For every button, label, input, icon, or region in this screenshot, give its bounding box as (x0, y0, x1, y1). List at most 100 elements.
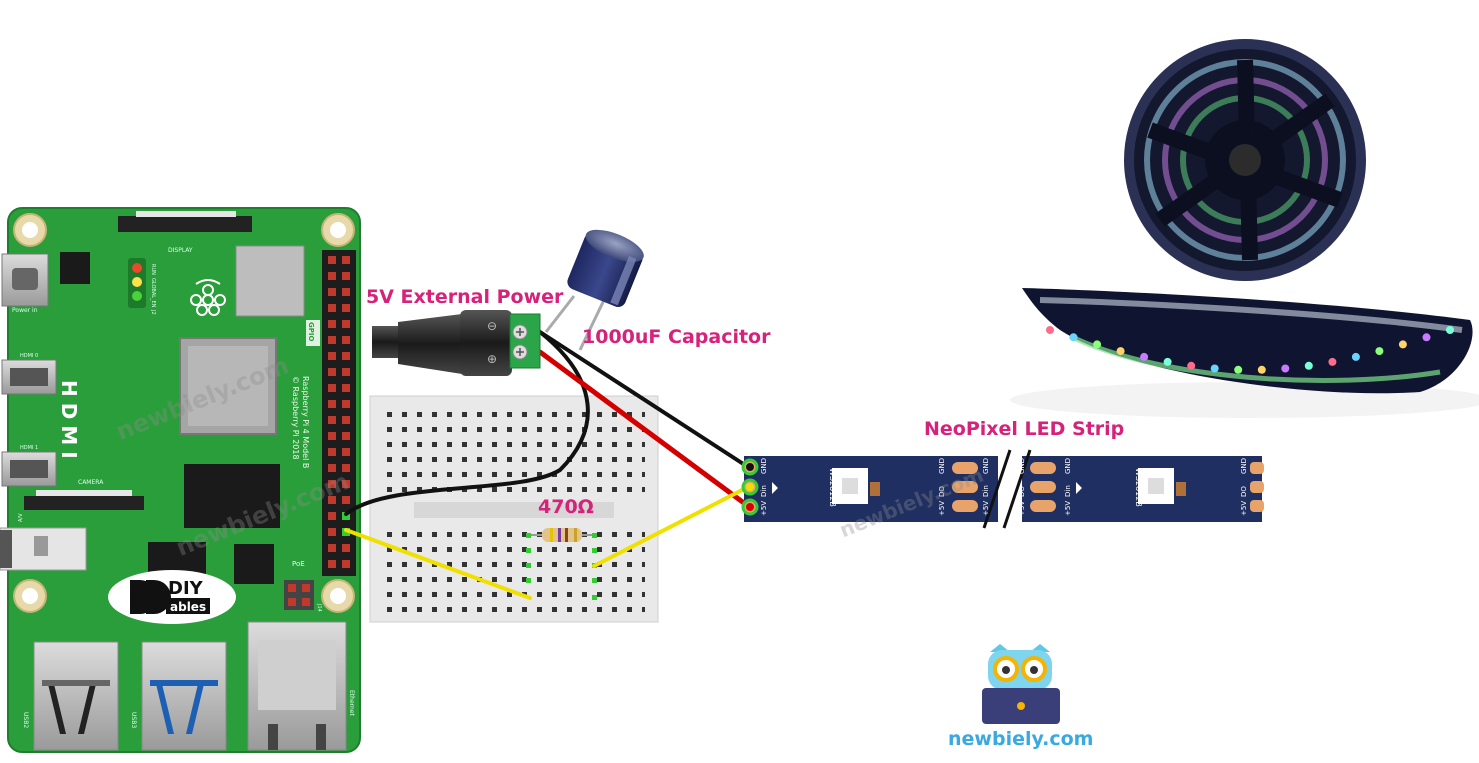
pin-gnd-in-1: GND (760, 458, 768, 474)
neopixel-led-strip: WS2812B WS2812B +5V Din GND +5V DO GND +… (741, 449, 1264, 529)
red-wire-5v (537, 349, 751, 509)
pin-din-2: Din (982, 485, 990, 497)
gpio-pin (328, 544, 336, 552)
hdmi-0-port (1, 359, 57, 395)
ram-chip (184, 464, 280, 528)
reel-led-dot (1187, 361, 1196, 370)
gpio-pin (342, 560, 350, 568)
gpio-pin (328, 560, 336, 568)
gpio-pin (328, 256, 336, 264)
strip-label: NeoPixel LED Strip (924, 418, 1125, 440)
pin-do-2: DO (1018, 486, 1026, 497)
usb3-port (141, 641, 227, 751)
resistor-470-ohm (528, 528, 594, 542)
pin-din-1: Din (760, 485, 768, 497)
diy-logo-text: DIY (168, 578, 204, 599)
gpio-pin (342, 288, 350, 296)
capacitor-1000uf (544, 229, 644, 351)
poe-label: PoE (292, 560, 305, 568)
gpio-pin (342, 336, 350, 344)
power-label: 5V External Power (366, 286, 564, 308)
chip-label-1: WS2812B (828, 468, 837, 507)
gpio-pin (342, 304, 350, 312)
gpio-pin (342, 432, 350, 440)
chip-label-2: WS2812B (1134, 468, 1143, 507)
poe-header (284, 580, 314, 610)
gpio-pin (342, 320, 350, 328)
reel-led-dot (1257, 365, 1266, 374)
reel-led-dot (1069, 333, 1078, 342)
ethernet-port (247, 621, 347, 751)
gpio-pin (328, 512, 336, 520)
usb3-label: USB3 (130, 712, 137, 728)
status-leds (128, 258, 146, 308)
strip-middle-pads (952, 462, 1264, 512)
gpio-pin (328, 336, 336, 344)
audio-jack (0, 527, 87, 571)
newbiely-owl-logo (982, 644, 1060, 724)
ables-logo-text: ables (170, 600, 206, 614)
reel-led-dot (1093, 340, 1102, 349)
display-label: DISPLAY (168, 247, 193, 254)
camera-label: CAMERA (78, 479, 104, 486)
power-in-label: Power in (12, 307, 38, 314)
hdmi-0-label: HDMI 0 (20, 353, 38, 359)
reel-led-dot (1328, 357, 1337, 366)
resistor-label: 470Ω (538, 496, 594, 518)
gpio-pin (328, 432, 336, 440)
pin-5v-out-1: +5V (938, 501, 946, 516)
diyables-logo: DIY ables (108, 570, 236, 624)
pin-5v-in-1: +5V (760, 501, 768, 516)
run-label: RUN (150, 264, 156, 275)
plus-icon: ⊕ (487, 352, 497, 366)
gpio-pin (342, 544, 350, 552)
reel-led-dot (1351, 352, 1360, 361)
gpio-pin (328, 304, 336, 312)
capacitor-label: 1000uF Capacitor (582, 326, 771, 348)
pin-5v-out-2: +5V (1018, 501, 1026, 516)
pin-gnd-in-3: GND (1064, 458, 1072, 474)
gpio-pin (342, 448, 350, 456)
global-en-label: GLOBAL_EN (150, 278, 156, 308)
raspberry-pi-board: DISPLAY Power in RUN GLOBAL_EN J2 HDMI (0, 207, 361, 753)
gpio-pin (328, 272, 336, 280)
gpio-pin (342, 272, 350, 280)
model-text-2: © Raspberry Pi 2018 (291, 376, 300, 460)
reel-led-dot (1304, 361, 1313, 370)
camera-connector (24, 496, 144, 510)
newbiely-brand-text: newbiely.com (948, 728, 1094, 750)
gpio-pin (328, 448, 336, 456)
reel-led-dot (1281, 364, 1290, 373)
display-connector (118, 216, 252, 232)
gpio-pin (342, 464, 350, 472)
reel-led-dot (1210, 364, 1219, 373)
hdmi-1-port (1, 451, 57, 487)
reel-led-dot (1234, 365, 1243, 374)
pin-gnd-out-3: GND (1240, 458, 1248, 474)
wifi-module (235, 245, 305, 317)
gpio-header (322, 250, 356, 576)
gpio-pin (342, 416, 350, 424)
breadboard (369, 395, 659, 623)
reel-led-dots (1046, 326, 1454, 374)
reel-led-dot (1163, 357, 1172, 366)
gpio-pin (328, 528, 336, 536)
usb2-port (33, 641, 119, 751)
gpio-pin (342, 368, 350, 376)
reel-led-dot (1375, 347, 1384, 356)
dc-power-jack: ⊖ ⊕ (372, 310, 541, 376)
ethernet-label: Ethernet (348, 690, 355, 716)
pin-gnd-out-1: GND (938, 458, 946, 474)
raspberry-logo-icon (190, 279, 226, 316)
gpio-pin (328, 368, 336, 376)
gpio-pin (342, 496, 350, 504)
black-wire-gnd-strip (538, 330, 750, 469)
reel-led-dot (1446, 326, 1454, 334)
minus-icon: ⊖ (487, 319, 497, 333)
pin-do-3: DO (1240, 486, 1248, 497)
j14-label: J14 (316, 603, 322, 612)
gpio-pin (328, 480, 336, 488)
led-chip-1 (832, 468, 880, 504)
usb2-label: USB2 (22, 712, 29, 728)
